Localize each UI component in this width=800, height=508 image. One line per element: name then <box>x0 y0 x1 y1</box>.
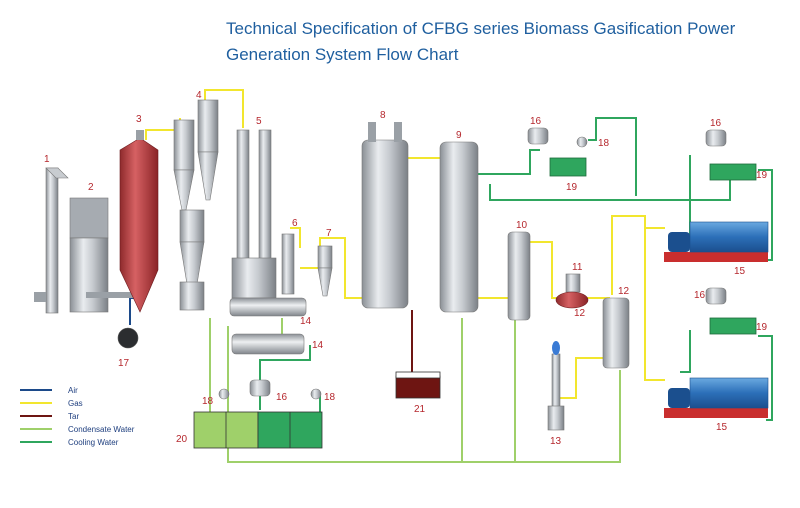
cooling-tower-c <box>705 287 727 305</box>
label-18-b: 18 <box>202 396 214 407</box>
label-16-d: 16 <box>276 392 288 403</box>
gas-pipe-7-8 <box>300 237 362 299</box>
gas-pipe-6 <box>290 227 301 248</box>
gas-pipe-12-15b <box>644 228 665 381</box>
cooling-pipe-19c-return <box>758 335 773 421</box>
title-line-1: Technical Specification of CFBG series B… <box>226 19 736 38</box>
label-13: 13 <box>550 436 562 447</box>
label-10: 10 <box>516 220 528 231</box>
label-21: 21 <box>414 404 426 415</box>
bucket-elevator <box>34 167 69 314</box>
label-8: 8 <box>380 110 386 121</box>
water-pump-b <box>218 388 230 400</box>
label-19-a: 19 <box>566 182 578 193</box>
gas-buffer <box>281 233 295 295</box>
cooling-pool-c <box>709 317 757 335</box>
tar-tank <box>395 371 441 399</box>
cooling-pipe-19b <box>680 155 691 241</box>
cooling-pool-b <box>709 163 757 181</box>
cyclone-separator <box>173 99 219 311</box>
legend-label-condensate-water: Condensate Water <box>68 425 135 434</box>
filter-tower <box>439 141 479 313</box>
legend-label-cooling-water: Cooling Water <box>68 438 119 447</box>
gas-pipe-10-11 <box>530 241 560 299</box>
cooling-tower-b <box>705 129 727 147</box>
gas-tank <box>602 297 630 369</box>
label-16-c: 16 <box>694 290 706 301</box>
label-15-bottom: 15 <box>716 422 728 433</box>
gas-generator-set-bottom <box>664 377 769 418</box>
label-18-c: 18 <box>324 392 336 403</box>
label-12-fan: 12 <box>574 308 586 319</box>
gas-pipe-4-5 <box>204 89 244 128</box>
cooling-pool-a <box>549 157 587 177</box>
label-1: 1 <box>44 154 50 165</box>
label-19-b: 19 <box>756 170 768 181</box>
label-19-c: 19 <box>756 322 768 333</box>
gasifier <box>119 130 159 313</box>
label-7: 7 <box>326 228 332 239</box>
label-20: 20 <box>176 434 188 445</box>
label-14-top: 14 <box>300 316 312 327</box>
label-16-a: 16 <box>530 116 542 127</box>
cooling-pipe-19a-return <box>489 180 731 201</box>
water-pump-c <box>310 388 322 400</box>
label-18-a: 18 <box>598 138 610 149</box>
legend-label-gas: Gas <box>68 399 83 408</box>
title-line-2: Generation System Flow Chart <box>226 45 459 64</box>
cooling-tower-d <box>249 379 271 397</box>
cooling-pipe-18-19 <box>588 117 637 196</box>
spray-tower <box>361 122 409 309</box>
label-11: 11 <box>572 262 583 273</box>
water-tank <box>193 411 323 449</box>
small-cyclone <box>317 245 333 297</box>
electric-tar-catcher <box>507 231 531 321</box>
label-2: 2 <box>88 182 94 193</box>
venturi-scrubbers <box>231 129 277 299</box>
label-3: 3 <box>136 114 142 125</box>
cooling-tower-a <box>527 127 549 145</box>
flare-stack <box>547 341 565 431</box>
label-15-top: 15 <box>734 266 746 277</box>
label-6: 6 <box>292 218 298 229</box>
legend-label-air: Air <box>68 386 78 395</box>
label-14-lower: 14 <box>312 340 324 351</box>
gas-pipe-12-13 <box>560 357 603 399</box>
cooling-pipe-19c <box>680 330 691 373</box>
label-17: 17 <box>118 358 130 369</box>
feeding-bin <box>69 197 146 313</box>
heat-exchanger-top <box>229 297 307 317</box>
cooling-pipe-19b-return <box>758 169 773 261</box>
legend-label-tar: Tar <box>68 412 79 421</box>
water-pump-a <box>576 136 588 148</box>
air-blower <box>117 327 139 349</box>
label-9: 9 <box>456 130 462 141</box>
label-4: 4 <box>196 90 202 101</box>
gas-pipe-12-15a <box>611 215 665 295</box>
diagram-title: Technical Specification of CFBG series B… <box>226 16 786 68</box>
roots-blower <box>555 273 589 309</box>
equipment-number-labels: 1 2 3 4 5 6 7 8 9 10 11 12 12 13 14 14 1… <box>44 90 768 447</box>
gas-generator-set-top <box>664 221 769 262</box>
cooling-pipe-9-19a <box>478 149 540 175</box>
label-12-top: 12 <box>618 286 630 297</box>
label-5: 5 <box>256 116 262 127</box>
heat-exchanger-lower <box>231 333 305 355</box>
label-16-b: 16 <box>710 118 722 129</box>
